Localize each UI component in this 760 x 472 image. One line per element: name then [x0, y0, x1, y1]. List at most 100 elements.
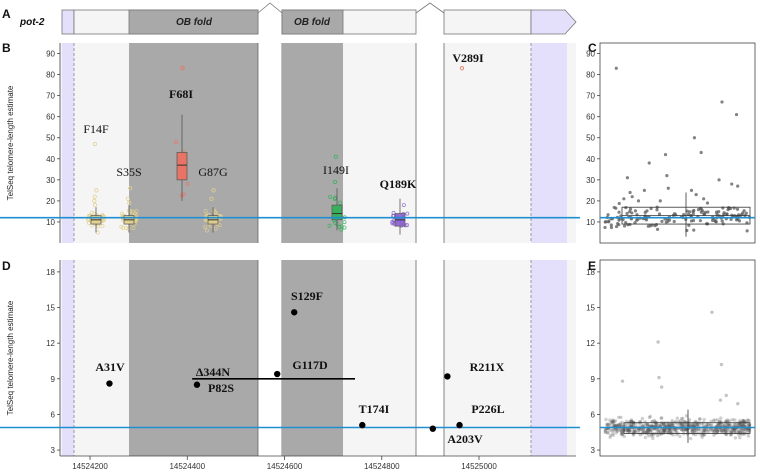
panel-e-point	[681, 416, 685, 421]
panel-e-point	[684, 420, 688, 425]
panel-e-point	[668, 429, 672, 433]
panel-e-point	[681, 419, 685, 424]
panel-d-y-tick-label: 3	[51, 446, 56, 455]
panel-e-point	[657, 427, 662, 432]
panel-e-point	[612, 419, 616, 423]
panel-c-point	[665, 174, 669, 178]
panel-e-point	[605, 422, 609, 427]
panel-b-label: I149I	[323, 163, 349, 177]
panel-e-point	[702, 428, 707, 433]
panel-e-point	[640, 416, 645, 421]
panel-e-point	[713, 427, 718, 432]
panel-b-point	[120, 211, 124, 216]
panel-c-point	[649, 206, 653, 211]
panel-e-point	[713, 429, 717, 433]
panel-e-point	[742, 423, 747, 428]
panel-e-point	[674, 430, 678, 434]
panel-e-point	[679, 428, 684, 432]
panel-e-point	[641, 427, 645, 432]
panel-b-outlier	[92, 203, 98, 208]
panel-c-point	[736, 184, 740, 188]
panel-b-y-tick-label: 70	[46, 92, 55, 101]
panel-e-point	[725, 418, 730, 422]
panel-e-point	[692, 424, 696, 428]
panel-c-y-tick-label: 10	[586, 218, 595, 227]
panel-e-point	[636, 428, 641, 432]
panel-e-point	[619, 430, 624, 434]
panel-e-point	[699, 433, 703, 437]
panel-c-point	[636, 217, 640, 221]
panel-c-point	[636, 199, 641, 203]
panel-e-point	[626, 428, 630, 432]
panel-c-point	[745, 229, 749, 233]
panel-e-point	[746, 434, 751, 438]
panel-e-point	[618, 421, 623, 426]
panel-e-point	[666, 431, 670, 435]
panel-e-point	[688, 423, 693, 427]
panel-e-point	[723, 429, 727, 434]
panel-e-point	[650, 428, 654, 432]
panel-b-outlier	[209, 196, 214, 201]
panel-c-point	[735, 207, 740, 211]
panel-c-point	[699, 210, 703, 214]
panel-e-point	[703, 429, 707, 433]
panel-e-point	[680, 428, 685, 432]
panel-e-point	[631, 433, 636, 437]
panel-e-point	[690, 427, 694, 431]
panel-e-point	[719, 362, 724, 367]
panel-e-point	[662, 428, 667, 432]
panel-e-point	[682, 422, 686, 426]
panel-e-point	[741, 429, 745, 433]
panel-e-point	[690, 428, 695, 433]
panel-b-label: F68I	[169, 87, 193, 101]
panel-e-point	[692, 428, 696, 433]
panel-d-y-tick-label: 15	[46, 304, 55, 313]
panel-b-outlier	[128, 186, 133, 191]
panel-e-point	[656, 340, 660, 344]
panel-e-point	[666, 424, 670, 428]
panel-e-point	[746, 427, 750, 432]
panel-e-point	[715, 428, 720, 432]
panel-c-point	[702, 197, 706, 201]
panel-b-box	[176, 152, 188, 181]
panel-e-point	[701, 428, 706, 432]
panel-c-point	[628, 210, 632, 214]
panel-e-point	[737, 433, 741, 437]
panel-e-point	[641, 428, 645, 432]
panel-e-point	[732, 430, 737, 434]
panel-c-point	[717, 210, 721, 214]
panel-d-label: S129F	[291, 289, 323, 303]
panel-e-frame	[599, 259, 756, 457]
panel-e-point	[710, 428, 714, 432]
panel-c-point	[672, 219, 676, 224]
panel-e-point	[709, 419, 713, 424]
panel-b-outlier	[125, 196, 130, 201]
panel-e-point	[701, 433, 705, 437]
panel-b-point	[126, 226, 131, 231]
panel-e-point	[663, 429, 667, 433]
panel-e-point	[704, 427, 709, 431]
panel-e-point	[743, 427, 747, 431]
panel-c-frame	[599, 42, 756, 244]
panel-e-point	[636, 429, 640, 433]
panel-d-background	[59, 260, 576, 457]
panel-b-point	[86, 220, 91, 225]
panel-e-point	[670, 419, 674, 423]
panel-letter-c: C	[588, 41, 597, 55]
panel-c-point	[699, 150, 703, 155]
panel-b-point	[203, 208, 208, 213]
panel-e-point	[610, 432, 615, 436]
panel-e-point	[713, 418, 717, 422]
panel-e-point	[741, 419, 745, 423]
panel-e-point	[717, 427, 722, 432]
panel-d-ylabel: TelSeq telomere-length estimate	[6, 300, 15, 415]
panel-e-point	[611, 419, 616, 423]
panel-e-point	[711, 418, 716, 423]
panel-e-point	[727, 419, 732, 423]
panel-e-point	[697, 417, 702, 421]
panel-e-point	[651, 433, 656, 437]
panel-e-point	[646, 428, 650, 432]
panel-e-point	[626, 428, 630, 433]
